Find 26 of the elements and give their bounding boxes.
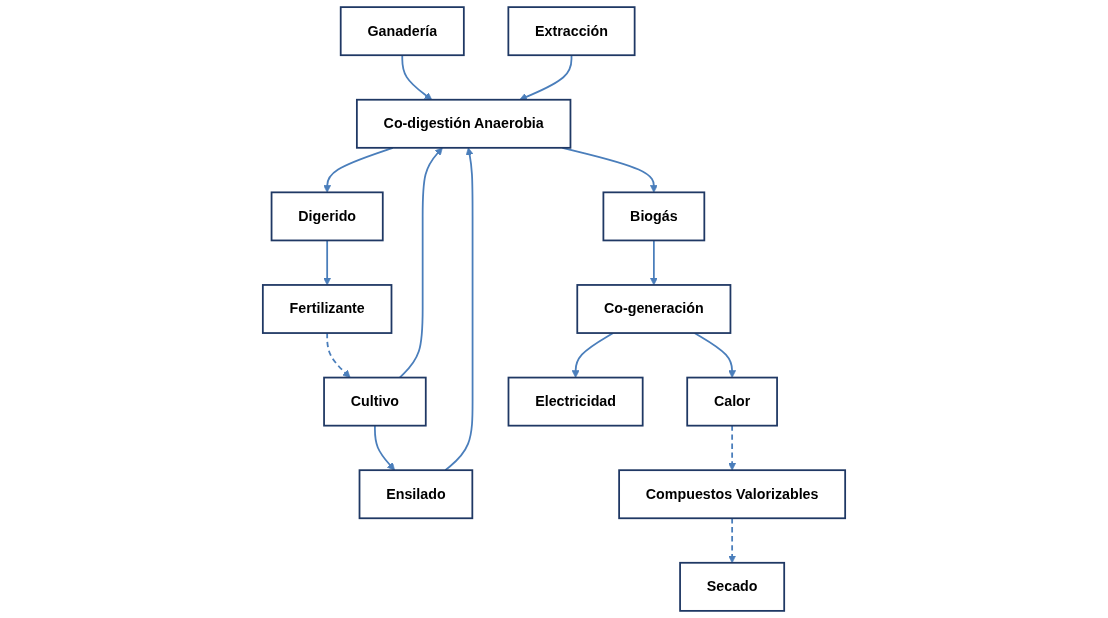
arrow bbox=[323, 239, 332, 286]
arrow bbox=[326, 332, 351, 378]
node-box: Cultivo bbox=[323, 376, 427, 427]
node-box: Co-digestión Anaerobia bbox=[356, 98, 572, 149]
node-box: Co-generación bbox=[576, 284, 732, 334]
arrow bbox=[728, 517, 737, 564]
node-box: Fertilizante bbox=[261, 284, 393, 334]
node-box: Ganadería bbox=[339, 6, 465, 57]
arrow bbox=[519, 54, 573, 101]
node-box: Electricidad bbox=[507, 376, 644, 427]
arrow bbox=[444, 147, 474, 472]
node-box: Secado bbox=[679, 561, 786, 612]
arrow bbox=[728, 424, 737, 471]
node-box: Compuestos Valorizables bbox=[618, 469, 847, 520]
arrow bbox=[398, 147, 443, 379]
arrow bbox=[649, 239, 658, 286]
node-box: Calor bbox=[686, 376, 778, 427]
arrow bbox=[571, 332, 615, 378]
arrow bbox=[401, 54, 433, 101]
node-box: Extracción bbox=[507, 6, 636, 57]
node-box: Ensilado bbox=[358, 469, 474, 520]
node-box: Digerido bbox=[270, 191, 384, 242]
arrow bbox=[693, 332, 737, 378]
node-box: Biogás bbox=[602, 191, 706, 242]
arrow bbox=[374, 424, 395, 471]
arrow bbox=[323, 146, 394, 193]
